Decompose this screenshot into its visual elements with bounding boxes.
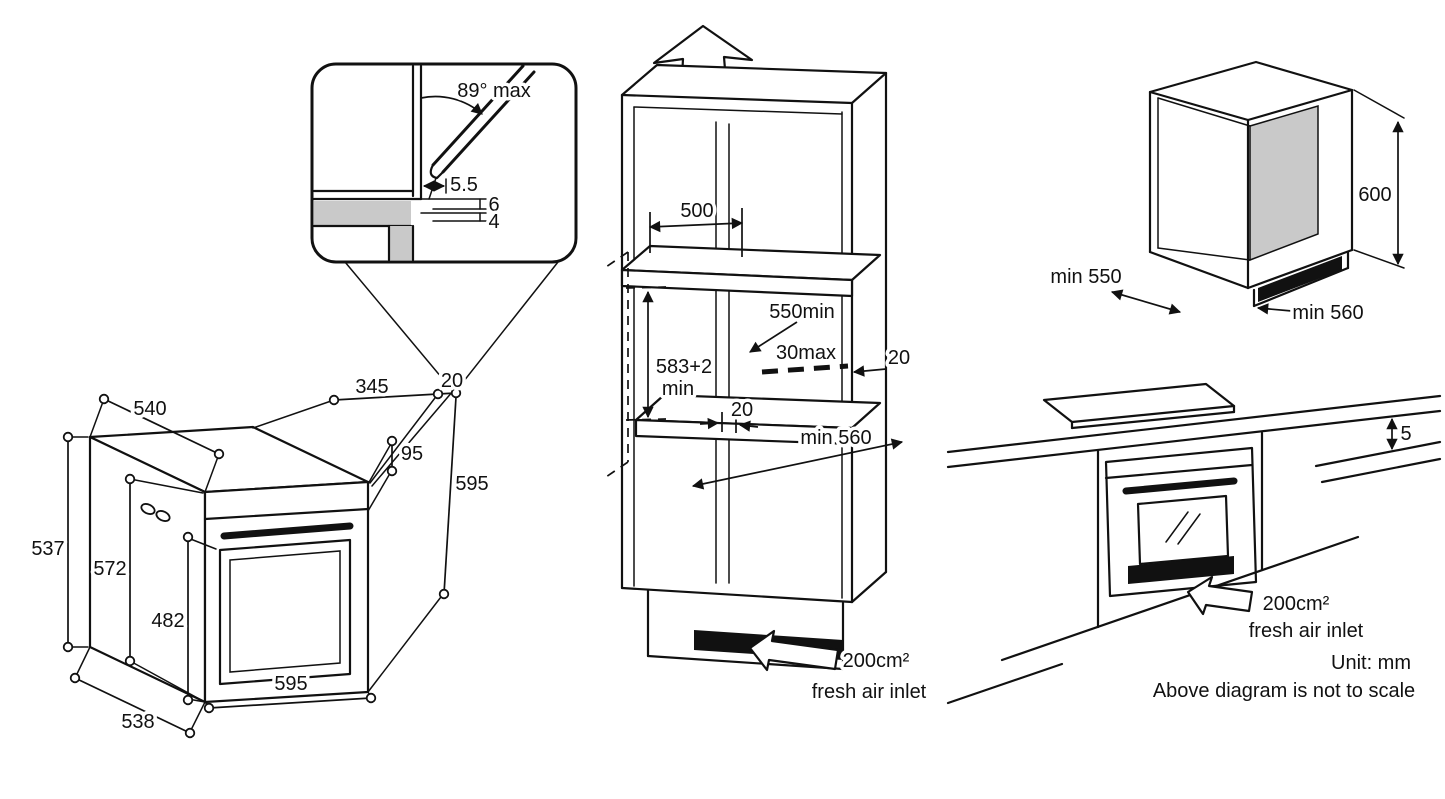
box-top-face [1148,60,1354,122]
oven-dimension-dots [62,387,462,739]
box-vent-slot [1258,256,1342,302]
side-emboss [140,503,156,515]
dim-30max-label: 30max [776,342,836,364]
oven-dimensions-view: 540 345 20 95 595 537 572 482 595 538 [28,367,492,739]
door-angle-detail-inset: 89° max 5.5 6 4 [310,62,578,487]
dim-5-label: 5 [1400,423,1411,445]
dim-537-label: 537 [31,538,64,560]
base-cabinet-view: 600 min 550 min 560 [1047,60,1405,328]
dim-min550-label: min 550 [1050,266,1121,288]
dim-482-label: 482 [151,610,184,632]
oven-dimension-lines [67,392,457,734]
dim-540-label: 540 [133,398,166,420]
angle-arc [420,95,483,115]
dim-20-back-label: 20 [888,347,910,369]
30max-zone [761,363,849,375]
open-door-edge [431,64,525,167]
detail-4-label: 4 [488,211,499,233]
dim-20-top-label: 20 [441,370,463,392]
cabinet-front-line [1000,535,1360,662]
dim-20-shelf-label: 20 [731,399,753,421]
unit-note: Unit: mm [1331,652,1411,674]
air-area-label: 200cm² [1263,593,1330,615]
oven-window [1136,494,1230,566]
dim-595-right-label: 595 [455,473,488,495]
hob [1042,382,1236,424]
notes: Unit: mm Above diagram is not to scale [1149,649,1418,706]
dim-95-label: 95 [401,443,423,465]
oven-door-handle [220,522,354,540]
dim-550min-label: 550min [769,301,835,323]
detail-angle-label: 89° max [457,80,531,102]
oven-vent-slot [1128,556,1234,584]
detail-5-5-label: 5.5 [450,174,478,196]
detail-6-label: 6 [488,194,499,216]
detail-frame [310,62,578,264]
dim-583-min-label: min [662,378,694,400]
dim-572-label: 572 [93,558,126,580]
dim-583-label: 583+2 [656,356,712,378]
dim-345-label: 345 [355,376,388,398]
panel-section-shading [314,201,411,226]
cabinet-top-face [620,63,888,105]
dim-595-bottom-label: 595 [274,673,307,695]
dim-500-label: 500 [680,200,713,222]
box-back-wall [1249,104,1319,262]
air-area-label: 200cm² [843,650,910,672]
oven-door [218,538,352,686]
tall-cabinet-view: 500 550min 583+2 min 30max 20 20 min 560… [605,24,930,707]
air-inlet-arrow [1186,575,1254,616]
scale-note: Above diagram is not to scale [1153,680,1415,702]
oven-handle [1122,477,1238,495]
dim-600-label: 600 [1358,184,1391,206]
air-caption-label: fresh air inlet [1249,620,1364,642]
undercounter-view: 5 200cm² fresh air inlet [946,382,1442,705]
oven-extension-lines [67,393,445,733]
dim-min560-label: min 560 [1292,302,1363,324]
worktop-front-edge [946,394,1442,454]
dim-min560-label: min 560 [800,427,871,449]
air-caption-label: fresh air inlet [812,681,927,703]
dim-538-label: 538 [121,711,154,733]
air-inlet-arrow [748,629,840,672]
